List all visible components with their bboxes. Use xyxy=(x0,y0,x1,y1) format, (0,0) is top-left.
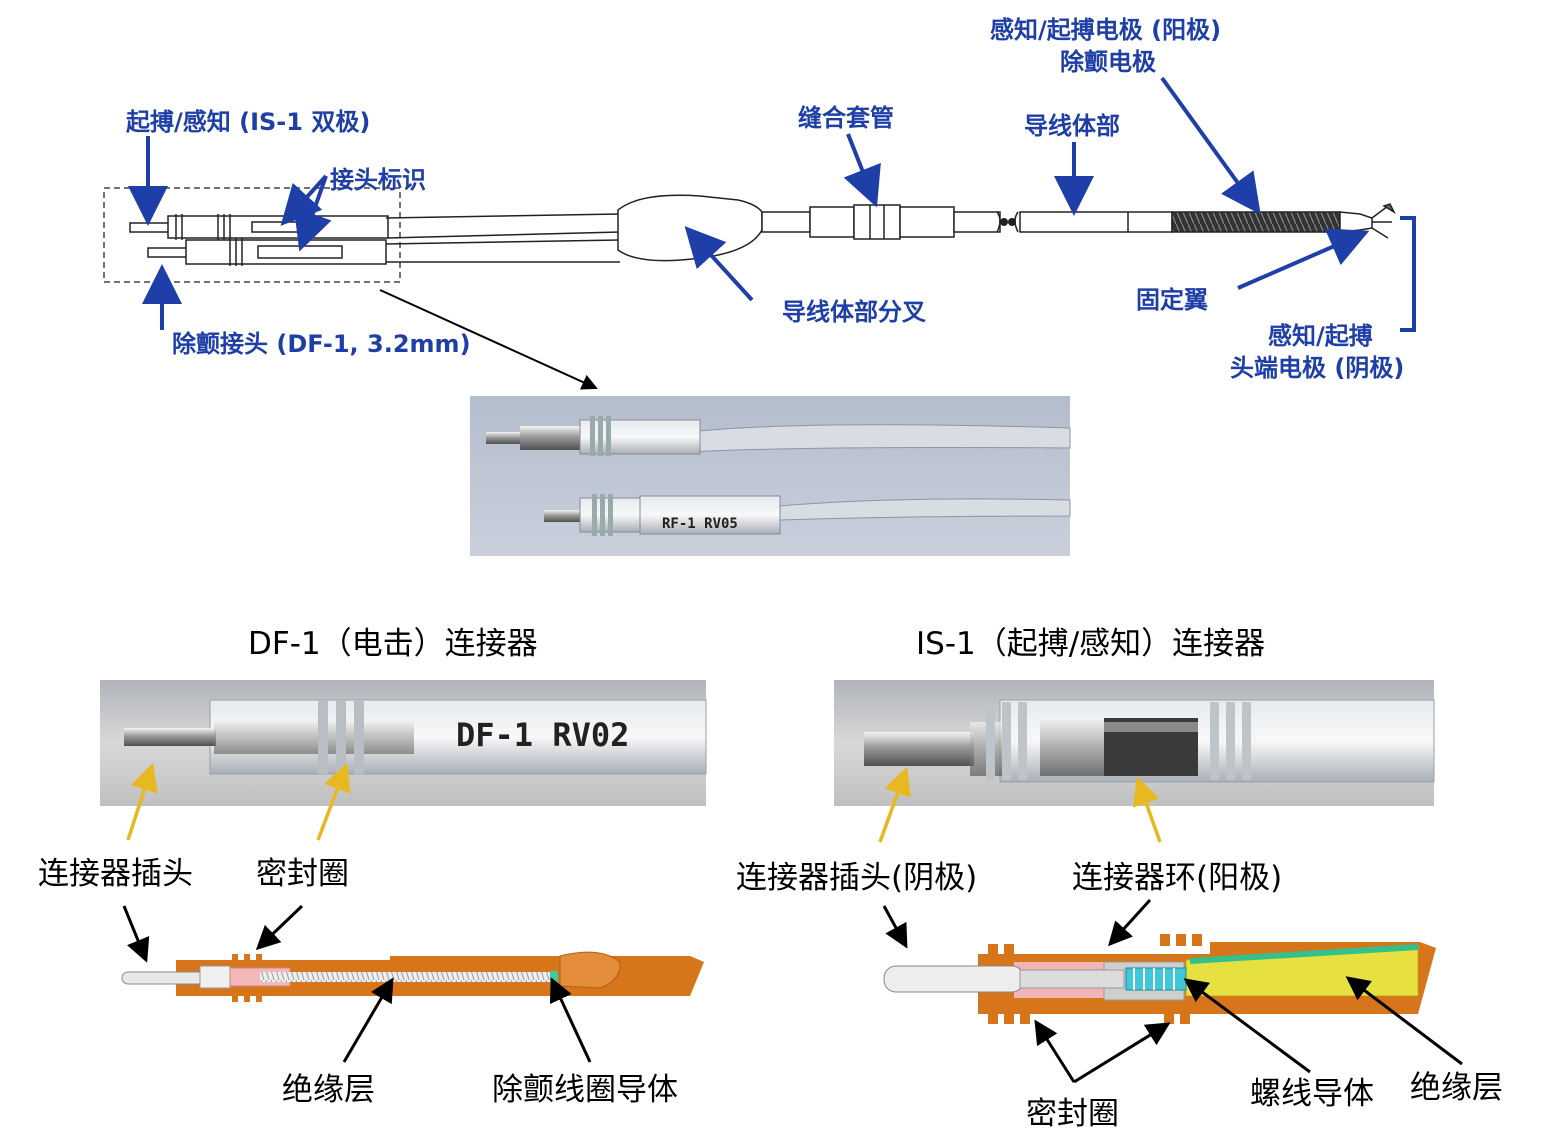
upper-photo-stamp: RF-1 RV05 xyxy=(662,516,738,532)
df1-photo: DF-1 RV02 xyxy=(100,680,707,806)
label-ring-electrode-line2: 除颤电极 xyxy=(1060,48,1156,76)
df1-cutaway xyxy=(121,951,704,1002)
is1-yellow-arrows xyxy=(878,766,1162,843)
is1-photo xyxy=(834,680,1435,806)
is1-section-title: IS-1（起搏/感知）连接器 xyxy=(916,626,1265,662)
label-bifurcation: 导线体部分叉 xyxy=(782,298,927,326)
df1-photo-stamp: DF-1 RV02 xyxy=(456,716,629,754)
label-connector-id: 接头标识 xyxy=(330,166,426,194)
label-lead-body: 导线体部 xyxy=(1024,112,1120,140)
df1-label-seal-ring: 密封圈 xyxy=(256,856,349,892)
is1-label-connector-pin: 连接器插头(阴极) xyxy=(736,860,977,896)
label-pace-sense-is1: 起搏/感知 (IS-1 双极) xyxy=(125,108,370,136)
df1-label-insulation: 绝缘层 xyxy=(282,1072,375,1108)
label-fixation-tines: 固定翼 xyxy=(1136,286,1208,314)
label-tip-electrode-line1: 感知/起搏 xyxy=(1268,322,1373,350)
is1-black-arrows xyxy=(882,898,1463,1084)
label-ring-electrode-line1: 感知/起搏电极 (阳极) xyxy=(990,16,1221,44)
label-defib-df1: 除颤接头 (DF-1, 3.2mm) xyxy=(172,330,471,358)
label-suture-sleeve: 缝合套管 xyxy=(798,104,894,132)
label-tip-electrode-line2: 头端电极 (阴极) xyxy=(1230,354,1404,382)
is1-label-coil-conductor: 螺线导体 xyxy=(1250,1076,1374,1112)
connector-photo-upper: RF-1 RV05 xyxy=(470,396,1071,556)
is1-label-insulation: 绝缘层 xyxy=(1410,1070,1503,1106)
is1-label-connector-ring: 连接器环(阳极) xyxy=(1072,860,1282,896)
is1-cutaway xyxy=(883,934,1436,1024)
df1-black-arrows xyxy=(122,904,592,1063)
is1-label-seal-ring: 密封圈 xyxy=(1026,1096,1119,1132)
blue-arrows xyxy=(128,76,1370,330)
df1-section-title: DF-1（电击）连接器 xyxy=(248,626,538,662)
df1-label-defib-coil: 除颤线圈导体 xyxy=(492,1072,678,1108)
connector-detail-box xyxy=(103,187,401,283)
lead-schematic xyxy=(103,187,1416,332)
df1-yellow-arrows xyxy=(126,762,351,841)
df1-label-connector-pin: 连接器插头 xyxy=(38,856,193,892)
